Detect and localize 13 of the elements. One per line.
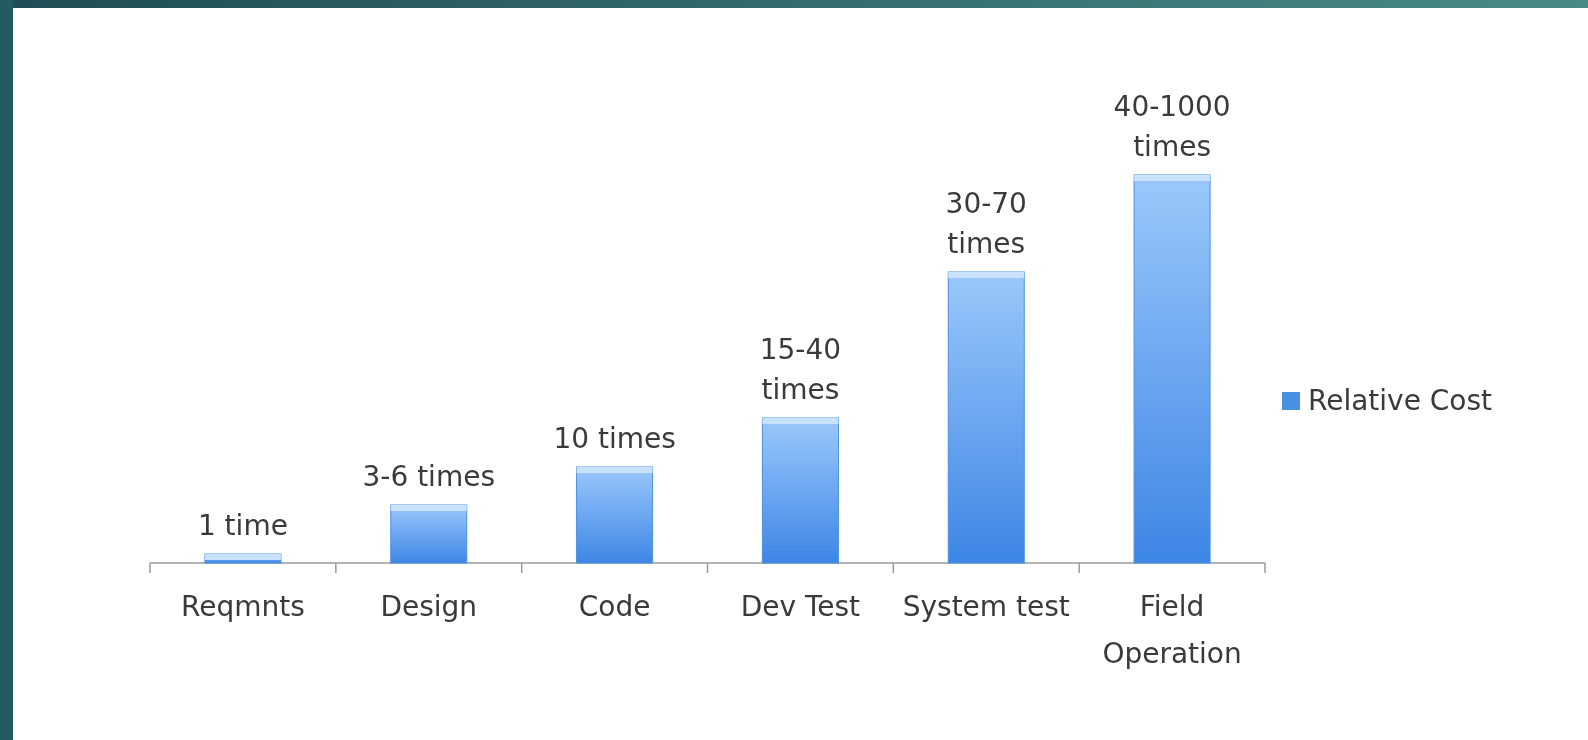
value-label: 10 times <box>552 421 677 457</box>
category-label: Design <box>379 589 479 625</box>
category-label: Dev Test <box>739 589 862 625</box>
category-label: Code <box>577 589 652 625</box>
value-label: 15-40 times <box>758 332 843 408</box>
value-label: 1 time <box>196 508 289 544</box>
legend-label: Relative Cost <box>1308 383 1493 419</box>
category-label: Field Operation <box>1101 589 1243 672</box>
value-label: 30-70 times <box>944 186 1028 262</box>
value-label: 40-1000 times <box>1112 89 1232 165</box>
value-label: 3-6 times <box>361 459 496 495</box>
category-label: Reqmnts <box>180 589 306 625</box>
category-label: System test <box>901 589 1071 625</box>
